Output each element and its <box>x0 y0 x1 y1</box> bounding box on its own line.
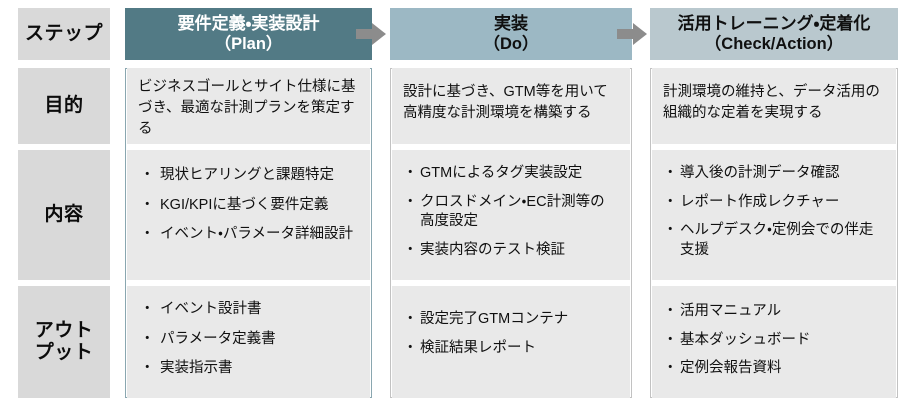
arrow-right-icon <box>356 22 386 46</box>
list-item: 基本ダッシュボード <box>663 331 885 351</box>
row-label-step-text: ステップ <box>24 22 103 44</box>
list-item: 活用マニュアル <box>663 302 885 322</box>
cell-purpose-do-text: 設計に基づき、GTM等を用いて高精度な計測環境を構築する <box>403 84 608 122</box>
list-item: レポート作成レクチャー <box>663 193 885 213</box>
list-item: KGI/KPIに基づく要件定義 <box>138 196 359 216</box>
list-item: GTMによるタグ実装設定 <box>403 164 619 184</box>
arrow-right-icon <box>617 22 647 46</box>
row-label-output-text: アウト プット <box>35 320 94 365</box>
list-item: 導入後の計測データ確認 <box>663 164 885 184</box>
step-header-plan: 要件定義・実装設計 （Plan） <box>125 8 372 60</box>
list-item: 実装指示書 <box>138 359 359 379</box>
step-header-do-phase: （Do） <box>483 35 539 54</box>
step-header-do-title: 実装 <box>494 13 528 33</box>
list-item: パラメータ定義書 <box>138 330 359 350</box>
list-item: 実装内容のテスト検証 <box>403 241 619 261</box>
cell-content-do: GTMによるタグ実装設定 クロスドメイン・EC計測等の高度設定 実装内容のテスト… <box>392 150 630 280</box>
cell-content-check-action: 導入後の計測データ確認 レポート作成レクチャー ヘルプデスク・定例会での伴走支援 <box>652 150 896 280</box>
cell-output-check-action: 活用マニュアル 基本ダッシュボード 定例会報告資料 <box>652 286 896 398</box>
list-item: イベント設計書 <box>138 300 359 320</box>
list-item: ヘルプデスク・定例会での伴走支援 <box>663 221 885 260</box>
row-label-step: ステップ <box>18 8 110 60</box>
bullet-list: 設定完了GTMコンテナ 検証結果レポート <box>403 310 619 358</box>
list-item: 現状ヒアリングと課題特定 <box>138 166 359 186</box>
cell-content-plan: 現状ヒアリングと課題特定 KGI/KPIに基づく要件定義 イベント・パラメータ詳… <box>127 150 370 280</box>
bullet-list: 導入後の計測データ確認 レポート作成レクチャー ヘルプデスク・定例会での伴走支援 <box>663 164 885 261</box>
cell-purpose-check-action: 計測環境の維持と、データ活用の組織的な定着を実現する <box>652 68 896 144</box>
cell-output-do: 設定完了GTMコンテナ 検証結果レポート <box>392 286 630 398</box>
row-label-output-line1: アウト <box>34 319 94 341</box>
row-label-output-line2: プット <box>34 342 94 363</box>
cell-output-plan: イベント設計書 パラメータ定義書 実装指示書 <box>127 286 370 398</box>
bullet-list: 現状ヒアリングと課題特定 KGI/KPIに基づく要件定義 イベント・パラメータ詳… <box>138 166 359 245</box>
row-label-purpose-text: 目的 <box>44 94 84 116</box>
step-header-check-action: 活用トレーニング・定着化 （Check/Action） <box>650 8 898 60</box>
cell-purpose-plan-text: ビジネスゴールとサイト仕様に基づき、最適な計測プランを策定する <box>138 79 356 138</box>
row-label-content-text: 内容 <box>44 203 84 225</box>
step-header-check-action-phase: （Check/Action） <box>704 35 844 54</box>
step-header-plan-phase: （Plan） <box>214 35 283 54</box>
cell-purpose-do: 設計に基づき、GTM等を用いて高精度な計測環境を構築する <box>392 68 630 144</box>
step-header-check-action-title: 活用トレーニング・定着化 <box>677 13 871 33</box>
list-item: クロスドメイン・EC計測等の高度設定 <box>403 193 619 232</box>
cell-purpose-plan: ビジネスゴールとサイト仕様に基づき、最適な計測プランを策定する <box>127 68 370 144</box>
row-label-output: アウト プット <box>18 286 110 398</box>
list-item: 検証結果レポート <box>403 339 619 359</box>
cell-purpose-check-action-text: 計測環境の維持と、データ活用の組織的な定着を実現する <box>663 84 880 122</box>
bullet-list: イベント設計書 パラメータ定義書 実装指示書 <box>138 300 359 379</box>
row-label-content: 内容 <box>18 150 110 280</box>
list-item: 定例会報告資料 <box>663 359 885 379</box>
list-item: イベント・パラメータ詳細設計 <box>138 225 359 245</box>
bullet-list: GTMによるタグ実装設定 クロスドメイン・EC計測等の高度設定 実装内容のテスト… <box>403 164 619 261</box>
step-header-do: 実装 （Do） <box>390 8 632 60</box>
bullet-list: 活用マニュアル 基本ダッシュボード 定例会報告資料 <box>663 302 885 379</box>
list-item: 設定完了GTMコンテナ <box>403 310 619 330</box>
step-header-plan-title: 要件定義・実装設計 <box>177 13 320 33</box>
row-label-purpose: 目的 <box>18 68 110 144</box>
